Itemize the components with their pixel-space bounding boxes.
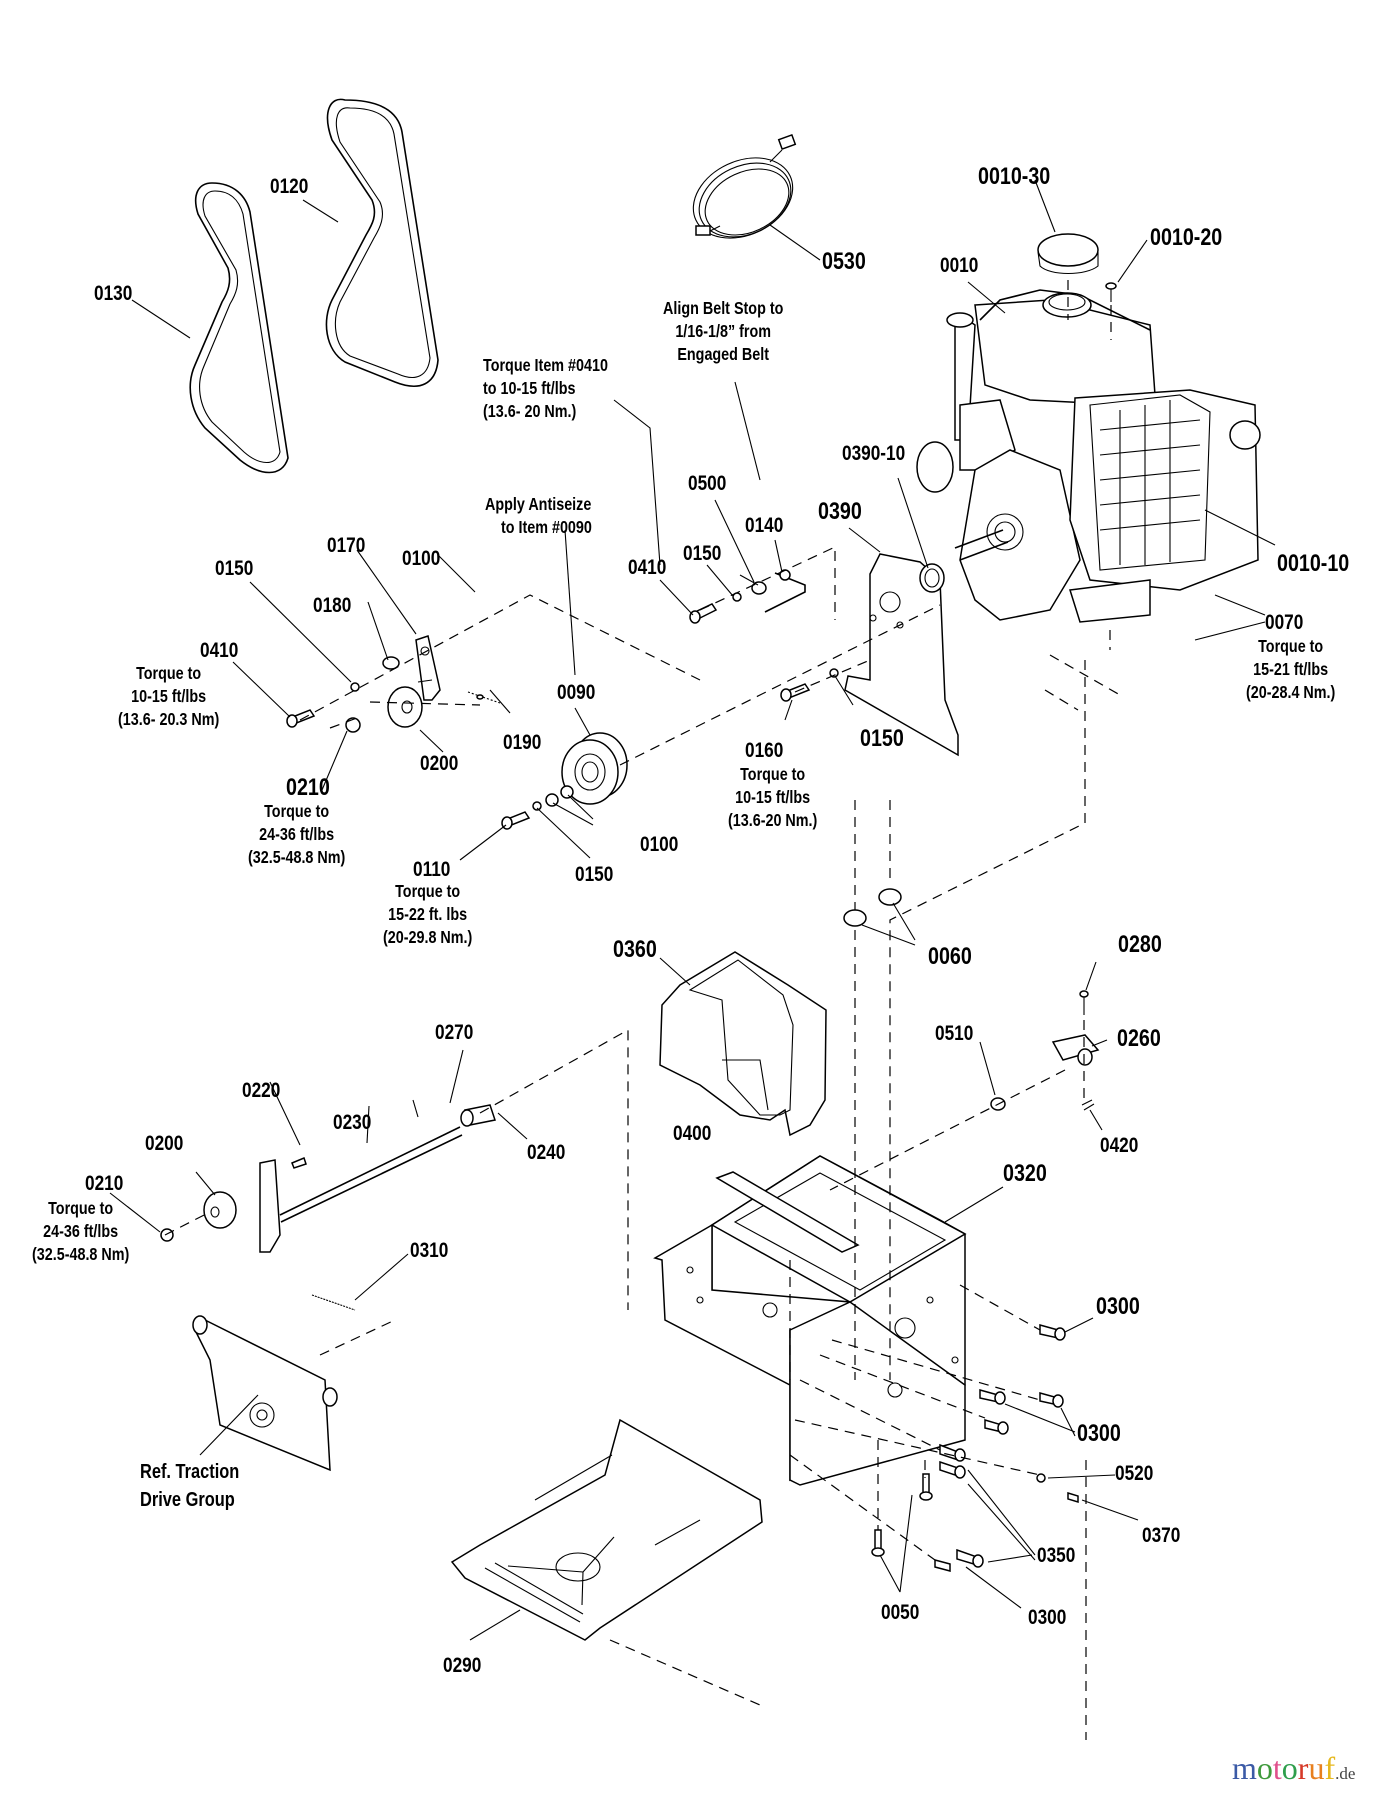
callout-0150-d[interactable]: 0150: [575, 863, 614, 886]
note-align-belt-stop: Align Belt Stop to 1/16-1/8” from Engage…: [663, 298, 784, 364]
washers-0060-drawing[interactable]: [843, 888, 902, 927]
callout-0320[interactable]: 0320: [1003, 1160, 1047, 1187]
callout-0230[interactable]: 0230: [333, 1111, 372, 1134]
logo-letter: f: [1324, 1750, 1336, 1786]
callout-0410-b[interactable]: 0410: [200, 639, 239, 662]
callout-0050[interactable]: 0050: [881, 1601, 920, 1624]
callout-0010-20[interactable]: 0010-20: [1150, 224, 1223, 251]
linkage-drawing[interactable]: [160, 1099, 496, 1472]
logo-letter: o: [1281, 1750, 1298, 1786]
pivot-bracket-drawing[interactable]: [990, 990, 1100, 1111]
callout-0150-c[interactable]: 0150: [860, 725, 904, 752]
callout-0500[interactable]: 0500: [688, 472, 727, 495]
note-torque-0410: Torque to 10-15 ft/lbs (13.6- 20.3 Nm): [118, 663, 220, 729]
note-torque-0160: Torque to 10-15 ft/lbs (13.6-20 Nm.): [728, 764, 818, 830]
callout-0010[interactable]: 0010: [940, 254, 979, 277]
callout-0100-a[interactable]: 0100: [402, 547, 441, 570]
callout-0010-30[interactable]: 0010-30: [978, 163, 1051, 190]
callout-0150-a[interactable]: 0150: [683, 542, 722, 565]
callout-0180[interactable]: 0180: [313, 594, 352, 617]
callout-0360[interactable]: 0360: [613, 936, 657, 963]
callout-0300-a[interactable]: 0300: [1096, 1293, 1140, 1320]
power-cord-0530-drawing[interactable]: [680, 133, 806, 254]
callout-0100-b[interactable]: 0100: [640, 833, 679, 856]
watermark-logo: motoruf.de: [1232, 1752, 1355, 1784]
callout-0060[interactable]: 0060: [928, 943, 972, 970]
note-apply-antiseize: Apply Antiseize to Item #0090: [485, 494, 592, 537]
belt-cover-0360-drawing[interactable]: [659, 951, 827, 1137]
logo-letter: o: [1256, 1750, 1273, 1786]
callout-0510[interactable]: 0510: [935, 1022, 974, 1045]
callout-0140[interactable]: 0140: [745, 514, 784, 537]
logo-letter: r: [1297, 1750, 1309, 1786]
belt-0120-drawing[interactable]: [325, 98, 439, 387]
callout-0110[interactable]: 0110: [413, 858, 451, 881]
note-torque-0110: Torque to 15-22 ft. lbs (20-29.8 Nm.): [383, 881, 473, 947]
callout-0390-10[interactable]: 0390-10: [842, 442, 906, 465]
callout-0120[interactable]: 0120: [270, 175, 309, 198]
callout-0300-c[interactable]: 0300: [1028, 1606, 1067, 1629]
callout-0270[interactable]: 0270: [435, 1021, 474, 1044]
logo-letter: m: [1232, 1750, 1257, 1786]
frame-fasteners-drawing[interactable]: [871, 1324, 1079, 1572]
callout-0290[interactable]: 0290: [443, 1654, 482, 1677]
callout-0310[interactable]: 0310: [410, 1239, 449, 1262]
callout-0090[interactable]: 0090: [557, 681, 596, 704]
note-torque-0210-a: Torque to 24-36 ft/lbs (32.5-48.8 Nm): [248, 801, 346, 867]
logo-tld: .de: [1335, 1764, 1356, 1783]
callout-0200-a[interactable]: 0200: [420, 752, 459, 775]
callout-0130[interactable]: 0130: [94, 282, 133, 305]
callout-0260[interactable]: 0260: [1117, 1025, 1161, 1052]
callout-0010-10[interactable]: 0010-10: [1277, 550, 1350, 577]
callout-0400[interactable]: 0400: [673, 1122, 712, 1145]
callout-0220[interactable]: 0220: [242, 1079, 281, 1102]
assembly-lines: [164, 546, 1121, 1740]
engine-0010-drawing[interactable]: [916, 233, 1261, 623]
note-ref-traction-drive: Ref. Traction Drive Group: [140, 1461, 240, 1511]
callout-0200-b[interactable]: 0200: [145, 1132, 184, 1155]
logo-letter: u: [1308, 1750, 1325, 1786]
note-torque-item-0410: Torque Item #0410 to 10-15 ft/lbs (13.6-…: [483, 355, 608, 421]
callout-0190[interactable]: 0190: [503, 731, 542, 754]
callout-0150-b[interactable]: 0150: [215, 557, 254, 580]
callout-0160[interactable]: 0160: [745, 739, 784, 762]
callout-0530[interactable]: 0530: [822, 248, 866, 275]
callout-0210-b[interactable]: 0210: [85, 1172, 124, 1195]
callout-0410-a[interactable]: 0410: [628, 556, 667, 579]
logo-letter: t: [1272, 1750, 1282, 1786]
frame-0320-drawing[interactable]: [653, 1155, 967, 1486]
leader-lines: [109, 179, 1276, 1641]
callout-0170[interactable]: 0170: [327, 534, 366, 557]
callout-0390[interactable]: 0390: [818, 498, 862, 525]
plate-0390-drawing[interactable]: [844, 553, 959, 757]
callout-0350[interactable]: 0350: [1037, 1544, 1076, 1567]
callout-0520[interactable]: 0520: [1115, 1462, 1154, 1485]
pan-0290-drawing[interactable]: [450, 1418, 763, 1641]
callout-0280[interactable]: 0280: [1118, 931, 1162, 958]
callout-0210-a[interactable]: 0210: [286, 774, 330, 801]
idler-cluster-drawing[interactable]: [286, 635, 839, 830]
note-torque-0070: Torque to 15-21 ft/lbs (20-28.4 Nm.): [1246, 636, 1336, 702]
callout-0300-b[interactable]: 0300: [1077, 1420, 1121, 1447]
callout-0070[interactable]: 0070: [1265, 611, 1304, 634]
callout-0240[interactable]: 0240: [527, 1141, 566, 1164]
belt-0130-drawing[interactable]: [189, 182, 289, 474]
note-torque-0210-b: Torque to 24-36 ft/lbs (32.5-48.8 Nm): [32, 1198, 130, 1264]
callout-0370[interactable]: 0370: [1142, 1524, 1181, 1547]
callout-0420[interactable]: 0420: [1100, 1134, 1139, 1157]
belt-stop-0140-drawing[interactable]: [689, 569, 806, 624]
